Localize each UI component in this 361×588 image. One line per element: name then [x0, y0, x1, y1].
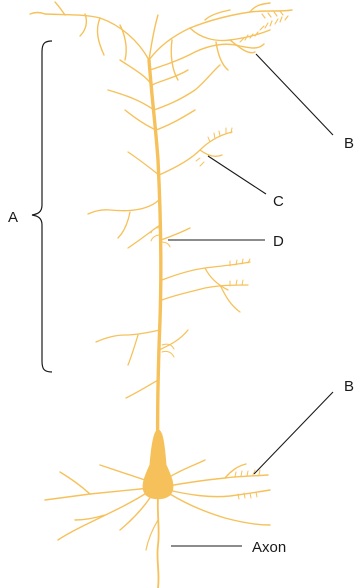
axon-collateral [146, 520, 158, 550]
label-b-top: B [344, 135, 354, 152]
leader-lines [168, 54, 333, 546]
label-a: A [8, 209, 18, 226]
apical-trunk [149, 60, 161, 468]
leader-b-top [256, 54, 333, 135]
apical-side-branches [88, 132, 250, 398]
leader-b-bottom [254, 392, 333, 474]
spines-top-b [240, 11, 288, 42]
apical-tuft [30, 2, 292, 130]
label-c: C [273, 193, 284, 210]
spines-mid-right [162, 259, 250, 357]
label-axon: Axon [252, 539, 286, 556]
bracket-a [32, 41, 52, 372]
leader-c [208, 156, 266, 194]
label-b-bottom: B [344, 378, 354, 395]
axon [157, 498, 158, 588]
label-d: D [273, 233, 284, 250]
neuron [30, 2, 292, 588]
